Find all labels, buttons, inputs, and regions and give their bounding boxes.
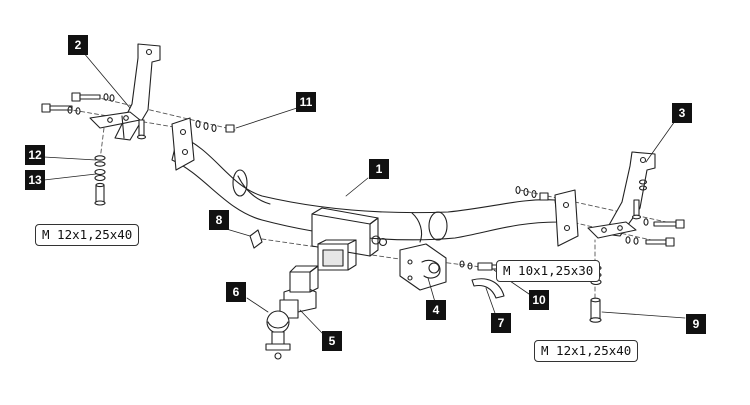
left-hardware [41, 92, 235, 206]
callout-6: 6 [226, 282, 246, 302]
callout-9: 9 [686, 314, 706, 334]
main-crossbar [171, 117, 579, 271]
bolt-spec-right: M 12x1,25x40 [534, 340, 639, 362]
callout-10: 10 [529, 290, 549, 310]
callout-12: 12 [25, 145, 45, 165]
bolt-spec-socket: M 10x1,25x30 [496, 260, 601, 282]
ball-mount [265, 265, 319, 360]
callout-1: 1 [369, 159, 389, 179]
socket-plate [249, 229, 505, 299]
callout-7: 7 [491, 313, 511, 333]
left-bracket [89, 43, 161, 141]
callout-5: 5 [322, 331, 342, 351]
callout-4: 4 [426, 300, 446, 320]
bolt-spec-left: M 12x1,25x40 [35, 224, 140, 246]
assembly-lines [59, 96, 681, 306]
callout-13: 13 [25, 170, 45, 190]
callout-8: 8 [209, 210, 229, 230]
callout-3: 3 [672, 103, 692, 123]
callout-11: 11 [296, 92, 316, 112]
callout-2: 2 [68, 35, 88, 55]
right-bracket [587, 151, 656, 239]
